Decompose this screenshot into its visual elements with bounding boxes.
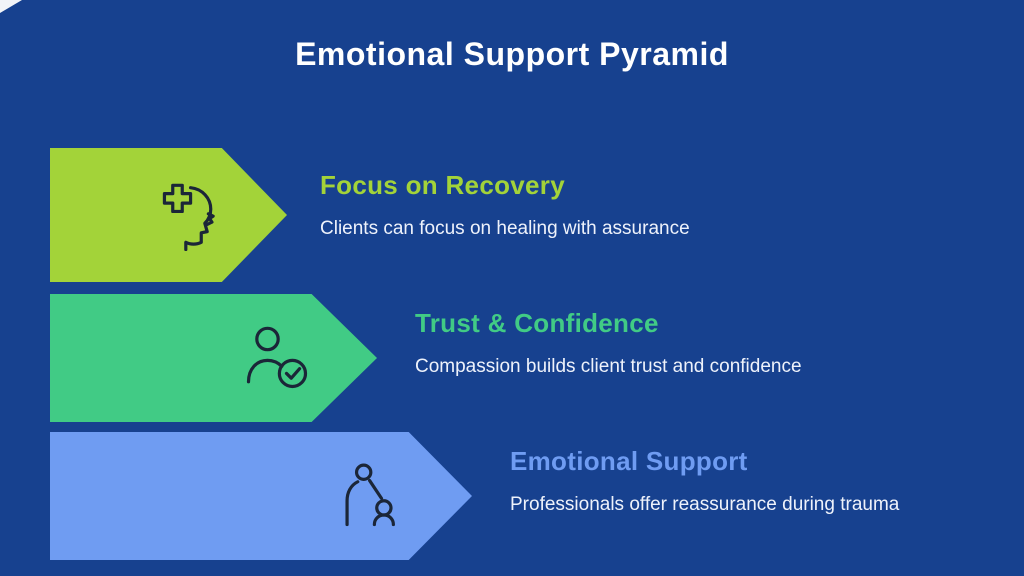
corner-artifact <box>0 0 22 13</box>
level-3-description: Professionals offer reassurance during t… <box>510 494 900 515</box>
pyramid-level-1-arrow <box>50 148 287 282</box>
head-cross-icon <box>149 177 225 253</box>
level-3-heading: Emotional Support <box>510 446 748 476</box>
level-1-description: Clients can focus on healing with assura… <box>320 218 690 239</box>
level-1-heading: Focus on Recovery <box>320 170 565 200</box>
level-2-heading: Trust & Confidence <box>415 308 659 338</box>
caregiver-icon <box>334 458 410 534</box>
level-2-text-block: Trust & Confidence Compassion builds cli… <box>415 308 802 378</box>
page-title: Emotional Support Pyramid <box>295 36 729 72</box>
pyramid-level-3-arrow <box>50 432 472 560</box>
pyramid-level-2-arrow <box>50 294 377 422</box>
level-2-description: Compassion builds client trust and confi… <box>415 356 802 377</box>
level-1-text-block: Focus on Recovery Clients can focus on h… <box>320 170 690 240</box>
level-3-text-block: Emotional Support Professionals offer re… <box>510 446 899 516</box>
person-check-icon <box>239 320 315 396</box>
